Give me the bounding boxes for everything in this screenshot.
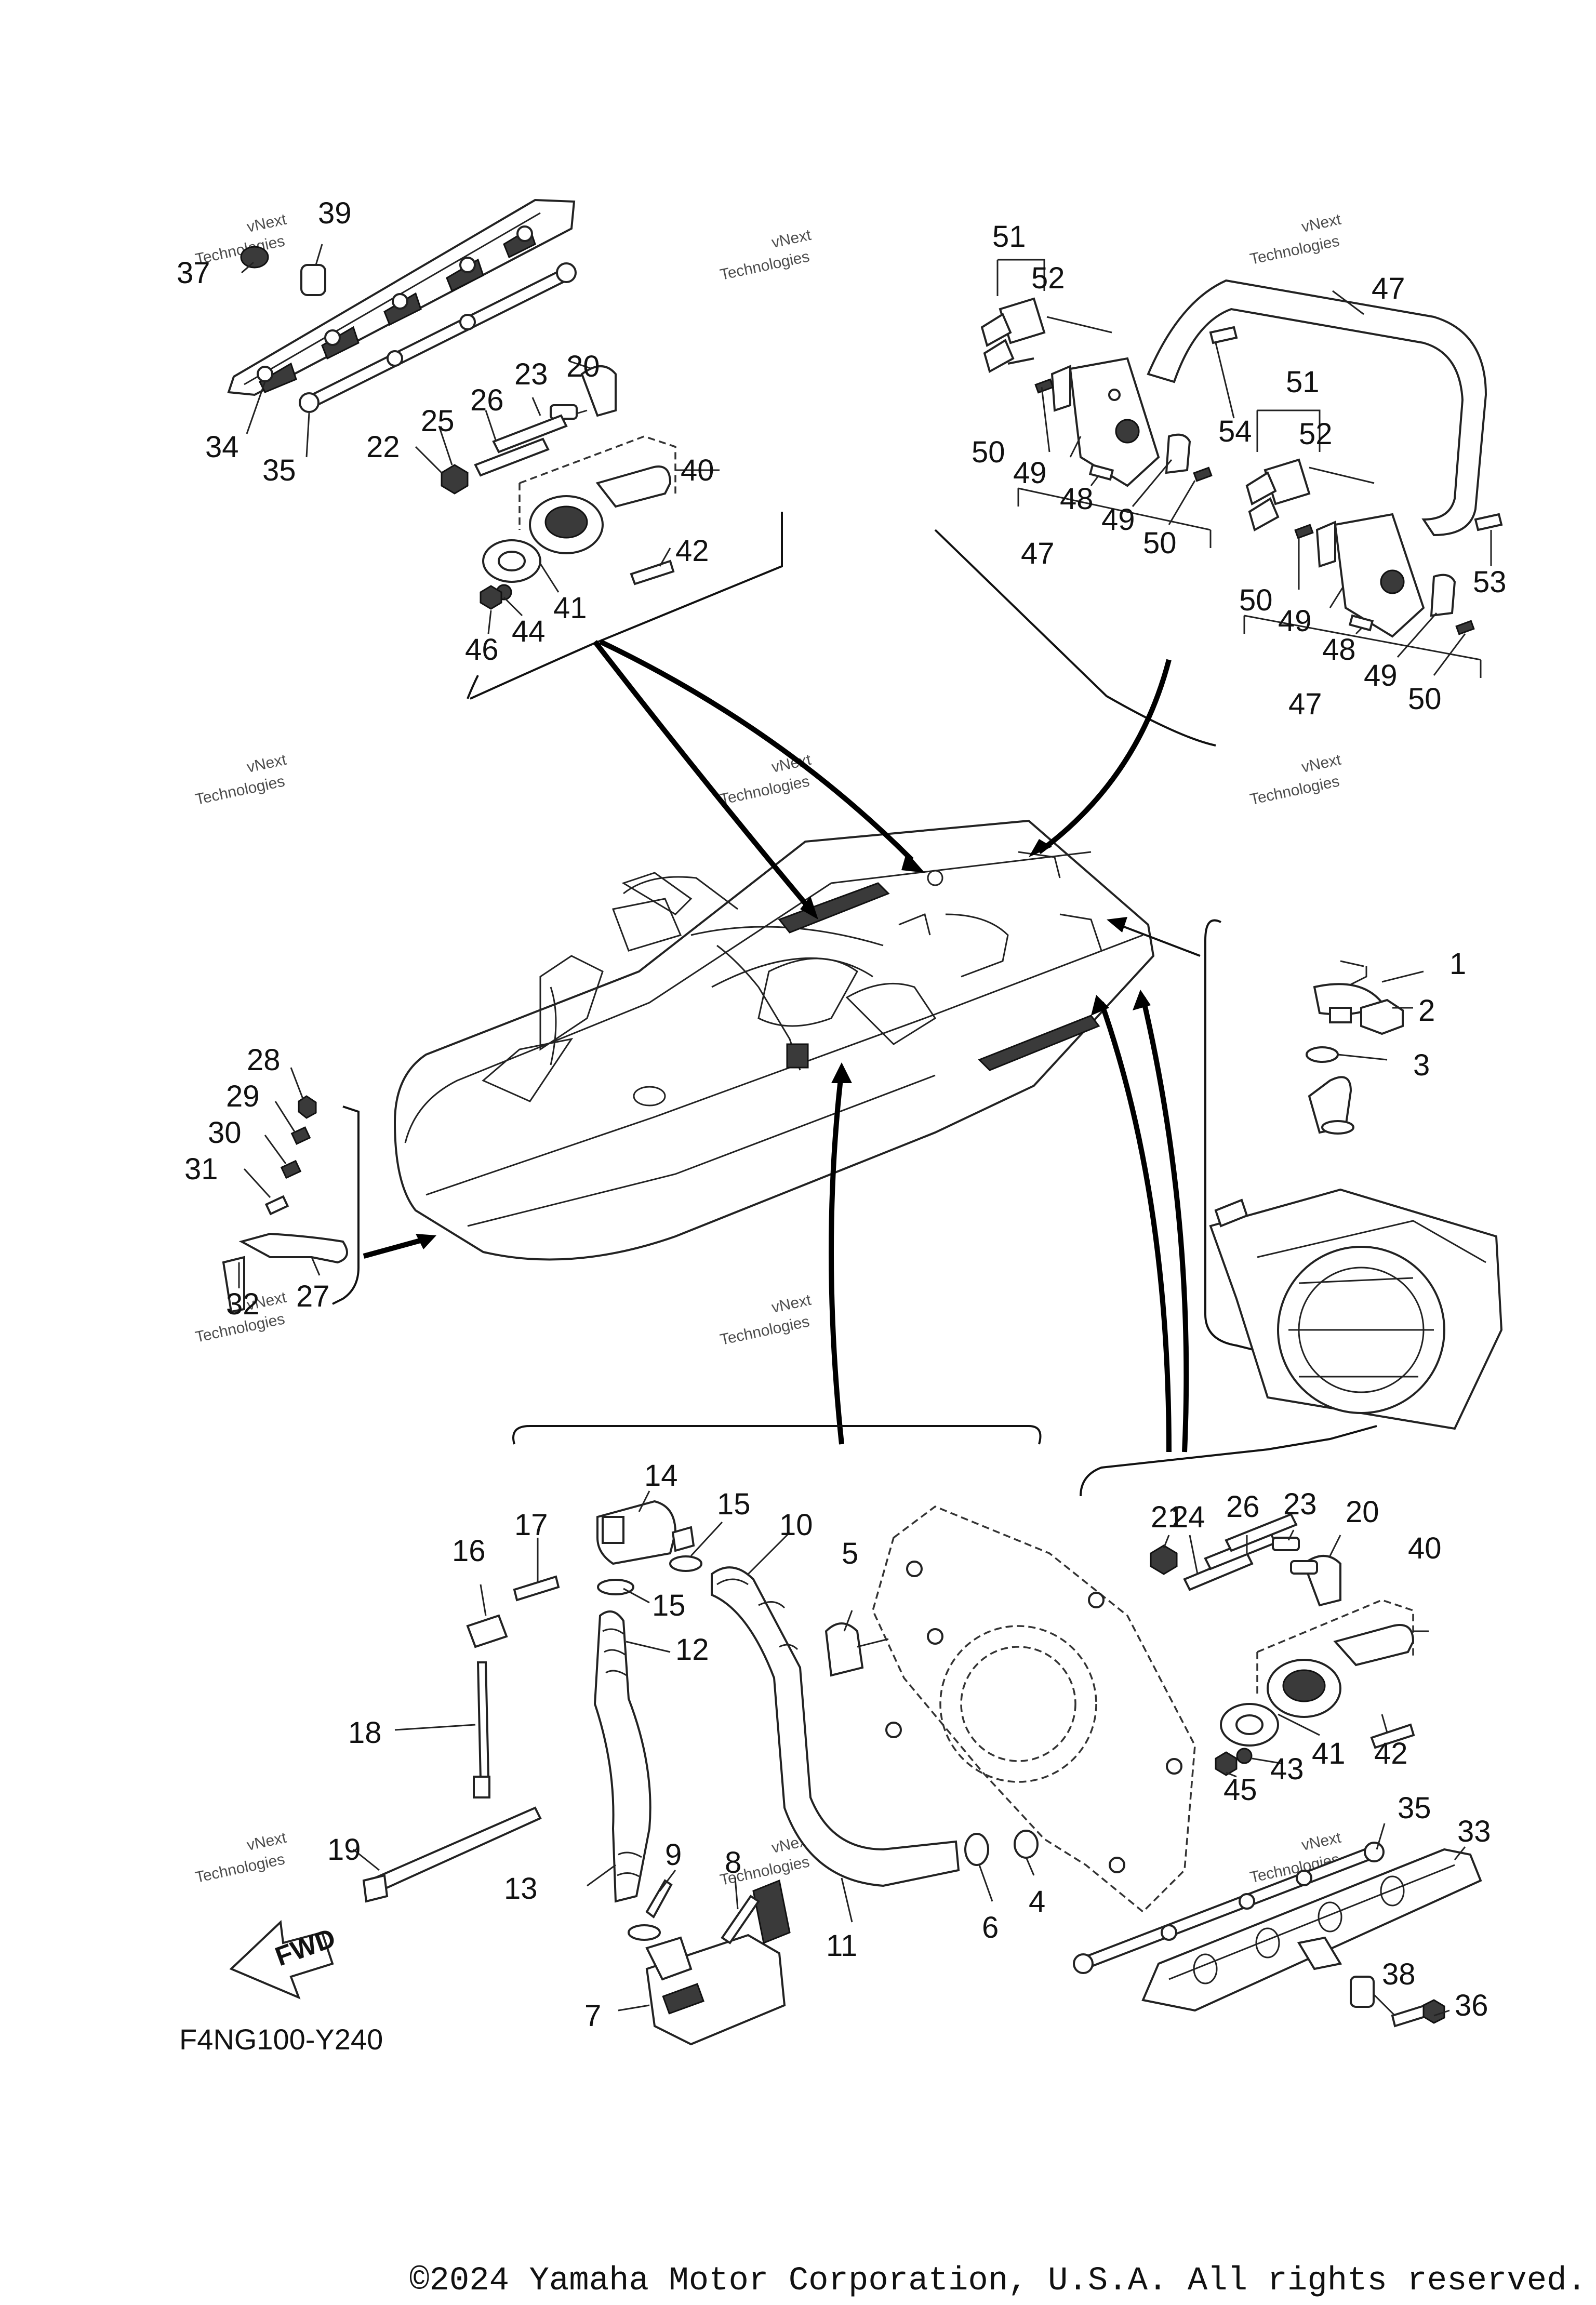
callout-33: 33	[1457, 1815, 1491, 1848]
callout-10: 10	[779, 1508, 813, 1542]
callout-21: 21	[1151, 1500, 1185, 1534]
callout-49-d: 49	[1364, 659, 1398, 692]
callout-12: 12	[675, 1633, 709, 1667]
callout-6: 6	[982, 1911, 999, 1944]
callout-29: 29	[226, 1080, 260, 1113]
callout-41-upper: 41	[553, 591, 587, 625]
callout-36: 36	[1455, 1989, 1488, 2022]
callout-8: 8	[725, 1846, 741, 1880]
callout-16: 16	[452, 1534, 486, 1568]
callout-51-left: 51	[992, 220, 1026, 254]
callout-24: 24	[1172, 1500, 1205, 1534]
callout-32: 32	[226, 1287, 260, 1321]
callout-35-upper: 35	[262, 454, 296, 487]
callout-49-c: 49	[1278, 604, 1312, 638]
bow-bracket-group	[222, 1067, 360, 1313]
callout-50-c: 50	[1239, 583, 1273, 617]
callout-2: 2	[1418, 994, 1435, 1028]
callout-22: 22	[366, 430, 400, 464]
callout-35-lower: 35	[1398, 1791, 1431, 1825]
mounting-hardware-top-left	[415, 360, 783, 700]
callout-44: 44	[512, 615, 546, 648]
watermark-word: Technologies	[194, 772, 286, 808]
jet-pump-fitting-group	[1204, 919, 1503, 1430]
callout-52-left: 52	[1031, 261, 1065, 295]
callout-51-right: 51	[1286, 365, 1320, 399]
hose-and-valve-group: FWD	[229, 1425, 1196, 2046]
callout-26-lower: 26	[1226, 1490, 1260, 1524]
callout-38: 38	[1382, 1957, 1416, 1991]
callout-49-b: 49	[1101, 503, 1135, 537]
mounting-hardware-bottom-right	[1073, 1425, 1482, 2028]
callout-50-a: 50	[972, 435, 1005, 469]
callout-49-a: 49	[1013, 456, 1047, 490]
callout-9: 9	[665, 1838, 682, 1872]
callout-18: 18	[348, 1716, 382, 1750]
callout-23-lower: 23	[1283, 1487, 1317, 1521]
callout-40-upper: 40	[681, 454, 714, 487]
callout-50-d: 50	[1408, 682, 1442, 716]
callout-13: 13	[504, 1872, 538, 1906]
watermark-word: Technologies	[719, 772, 811, 808]
watermark-word: Technologies	[194, 1850, 286, 1886]
callout-5: 5	[842, 1537, 858, 1570]
diagram-code: F4NG100-Y240	[179, 2023, 383, 2056]
callout-17: 17	[514, 1508, 548, 1542]
callout-52-right: 52	[1299, 417, 1333, 451]
watermark-word: Technologies	[1248, 232, 1341, 268]
callout-37: 37	[177, 256, 210, 290]
callout-1: 1	[1449, 947, 1466, 981]
callout-40-lower: 40	[1408, 1531, 1442, 1565]
sponson-assembly-top-left	[227, 198, 577, 458]
callout-31: 31	[184, 1152, 218, 1186]
callout-11: 11	[826, 1929, 857, 1963]
callout-3: 3	[1413, 1048, 1430, 1082]
callout-47-left: 47	[1021, 537, 1055, 570]
callout-27: 27	[296, 1280, 330, 1313]
callout-20-upper: 20	[566, 350, 600, 383]
callout-48-right: 48	[1322, 633, 1356, 667]
callout-23-upper: 23	[514, 357, 548, 391]
callout-48-left: 48	[1060, 482, 1094, 516]
callout-54: 54	[1218, 415, 1252, 448]
callout-7: 7	[584, 1999, 601, 2033]
callout-41-lower: 41	[1312, 1737, 1346, 1770]
watercraft-hull	[363, 639, 1201, 1453]
callout-45: 45	[1223, 1773, 1257, 1807]
callout-25: 25	[421, 404, 455, 438]
callout-4: 4	[1029, 1885, 1045, 1918]
callout-46: 46	[465, 633, 499, 667]
callout-38-placeholder: 39	[318, 196, 352, 230]
callout-26-upper: 26	[470, 383, 504, 417]
callout-20-lower: 20	[1346, 1495, 1379, 1529]
callout-43: 43	[1270, 1752, 1304, 1786]
watermark-word: Technologies	[719, 1313, 811, 1349]
callout-50-b: 50	[1143, 526, 1177, 560]
callout-34: 34	[205, 430, 239, 464]
callout-53: 53	[1473, 565, 1507, 599]
callout-47-right: 47	[1288, 687, 1322, 721]
copyright-notice: ©2024 Yamaha Motor Corporation, U.S.A. A…	[409, 2262, 1587, 2300]
callout-14: 14	[644, 1459, 678, 1493]
callout-30: 30	[208, 1116, 242, 1150]
watermark-word: Technologies	[1248, 772, 1341, 808]
callout-47-top: 47	[1372, 272, 1405, 305]
grab-handle-assembly-top-right	[934, 259, 1503, 747]
callout-42-lower: 42	[1374, 1737, 1408, 1770]
callout-15-lower: 15	[652, 1589, 686, 1622]
callout-labels: 1 2 3 4 5 6 7 8 9 10 11 12 13 14 15 15 1…	[177, 196, 1507, 2056]
callout-15-upper: 15	[717, 1487, 751, 1521]
callout-42-upper: 42	[675, 534, 709, 568]
forward-direction-arrow: FWD	[229, 1920, 339, 2000]
callout-19: 19	[327, 1833, 361, 1867]
callout-28: 28	[247, 1043, 281, 1077]
watermark-word: Technologies	[719, 248, 811, 284]
